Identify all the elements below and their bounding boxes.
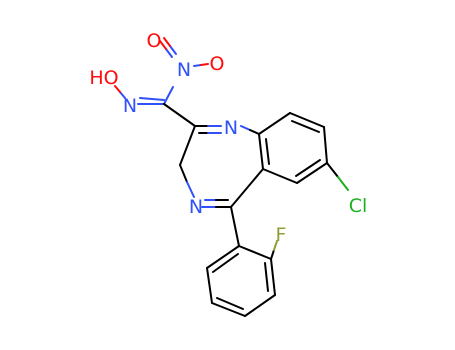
bond-c-n-oxime: [139, 97, 165, 101]
bond-c5-c1p: [230, 206, 240, 247]
bond-c4p-c5p: [211, 302, 246, 317]
bond-c2p-c3p-inner: [264, 262, 269, 292]
bond-c3-n4: [186, 181, 195, 198]
atom-label-f: F: [276, 224, 287, 246]
atom-label-n1: N: [224, 117, 238, 139]
bond-c6p-c1p: [206, 245, 240, 269]
bond-n-o-single: [200, 63, 209, 66]
atom-label-hydroxy: HO: [89, 67, 118, 89]
bond-c5-c5a: [230, 168, 264, 208]
bond-n-o-oxime: [119, 91, 126, 99]
bond-c9-c8-inner: [291, 120, 320, 133]
bonds: [114, 37, 349, 317]
bond-c6p-c1p-inner: [212, 253, 239, 273]
bond-c9-c8: [289, 112, 325, 128]
bond-c2p-c3p: [270, 258, 276, 296]
bond-n-o-double: [169, 45, 177, 55]
atom-label-cl: Cl: [349, 195, 368, 217]
bond-c8-c7: [323, 126, 328, 164]
atom-labels: O N O HO N N N Cl F: [89, 30, 367, 246]
atom-label-n4: N: [189, 196, 203, 218]
bond-n-o-double: [165, 48, 173, 58]
bond-n-o-single: [193, 64, 202, 67]
bond-c5a-c9a: [258, 133, 264, 170]
bond-c3-n4: [179, 164, 188, 183]
bond-n-o-oxime: [114, 85, 121, 93]
atom-label-o-nitro: O: [147, 30, 162, 52]
bond-c6-c5a: [262, 168, 298, 184]
bond-c4p-c5p-inner: [216, 297, 244, 310]
bond-c5a-c9a-inner: [265, 138, 270, 165]
bond-c2p-f: [270, 249, 275, 260]
bond-n-o-double: [159, 40, 167, 50]
bond-n1-c9a: [240, 125, 251, 131]
bond-c7-c6-inner: [295, 159, 321, 177]
atom-label-n-nitro: N: [177, 59, 191, 81]
bond-c7-cl: [337, 176, 349, 191]
bond-c9a-c9: [258, 112, 291, 135]
bond-n-o-double: [163, 37, 171, 47]
bond-c2-c3: [179, 125, 196, 166]
bond-c7-cl: [326, 162, 339, 178]
bond-c2p-f: [273, 240, 278, 251]
bond-c3p-c4p: [244, 294, 276, 317]
bond-c7-c6: [296, 162, 328, 184]
bond-c-c2: [163, 103, 196, 127]
atom-label-n-oxime: N: [123, 95, 137, 117]
bond-c-nitro: [163, 86, 174, 105]
bond-c1p-c2p: [238, 245, 272, 260]
atom-label-o-nitro-minus: O: [210, 53, 225, 75]
bond-n1-c9a: [249, 129, 260, 135]
bond-c5p-c6p: [206, 267, 213, 304]
